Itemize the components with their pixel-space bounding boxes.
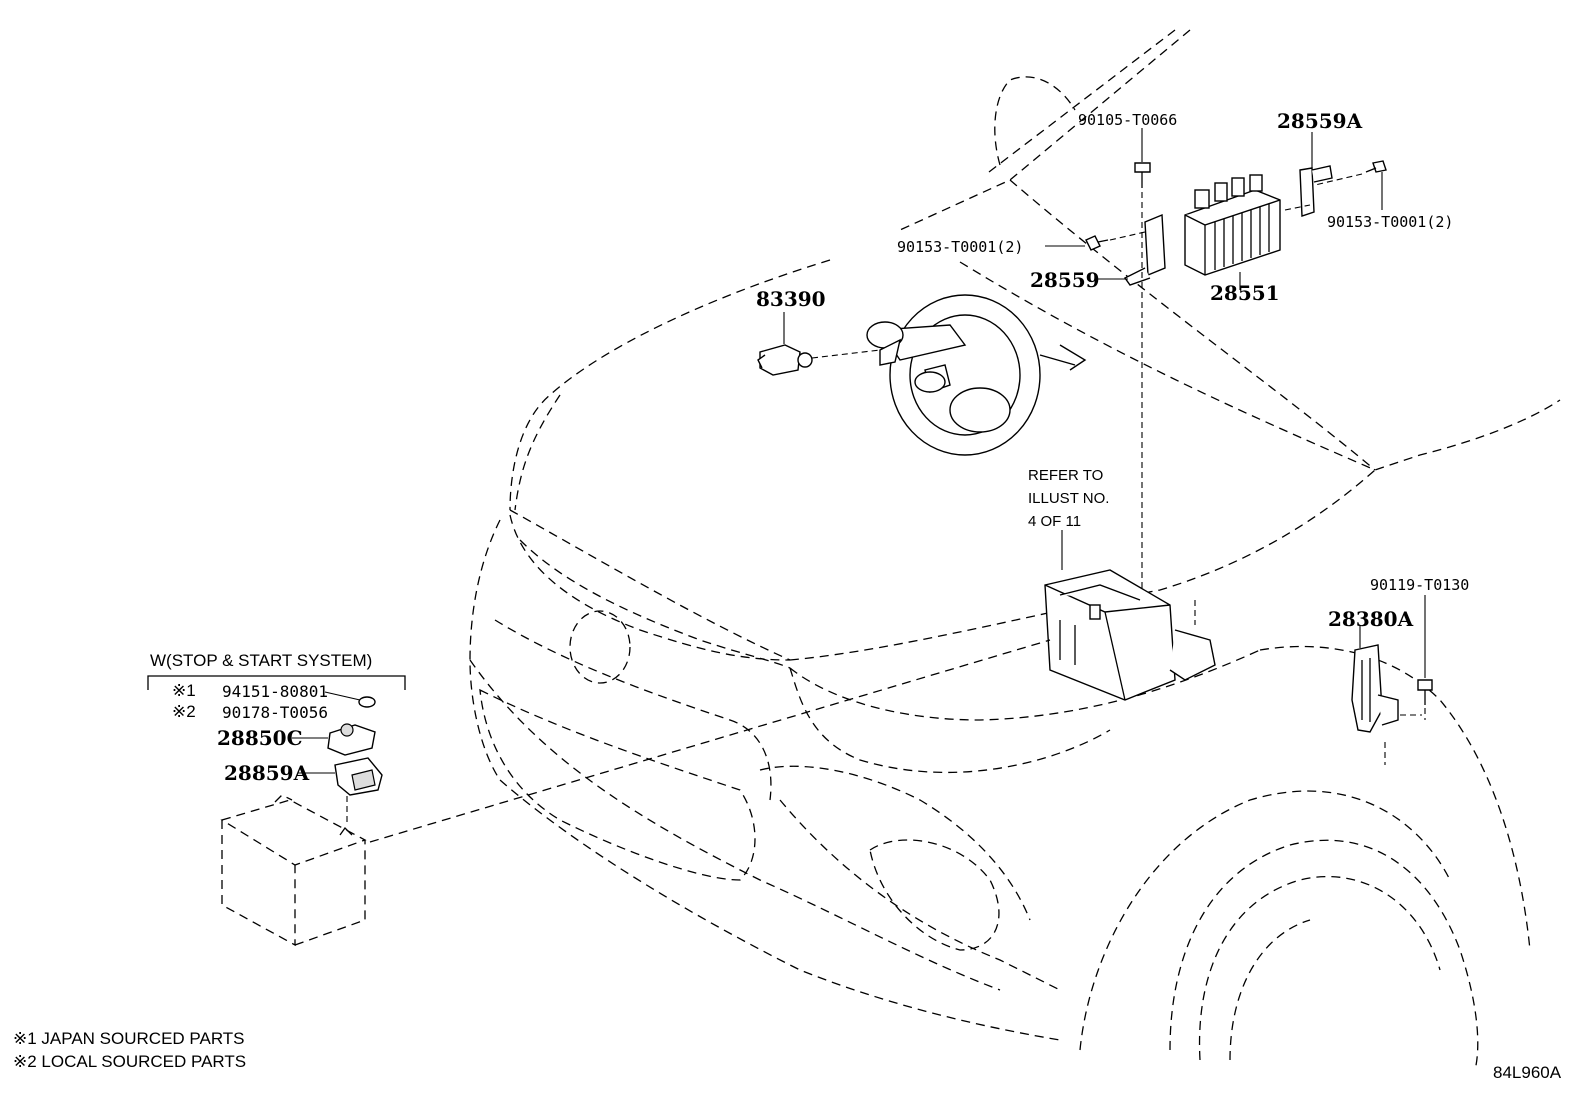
nut-94151-90178 xyxy=(324,691,376,708)
label-28551: 28551 xyxy=(1210,281,1280,305)
part-90105-bolt: 90105-T0066 xyxy=(1078,111,1177,600)
label-90153-left: 90153-T0001(2) xyxy=(897,238,1023,256)
engine-room-junction-box xyxy=(1044,530,1216,701)
label-94151: 94151-80801 xyxy=(222,682,328,701)
label-28559A: 28559A xyxy=(1277,109,1363,133)
part-28850C-terminal: 28850C xyxy=(217,723,376,756)
part-28380A-sensor: 28380A xyxy=(1328,607,1414,765)
label-83390: 83390 xyxy=(756,287,826,311)
refer-note: REFER TO ILLUST NO. 4 OF 11 xyxy=(1028,467,1109,530)
part-90153-right-bolt: 90153-T0001(2) xyxy=(1284,160,1453,231)
refer-line-1: REFER TO xyxy=(1028,467,1103,484)
label-28380A: 28380A xyxy=(1328,607,1414,631)
part-28551-module: 28551 xyxy=(1184,174,1281,305)
label-90153-right: 90153-T0001(2) xyxy=(1327,213,1453,231)
label-90178: 90178-T0056 xyxy=(222,703,328,722)
mark-2: ※2 xyxy=(172,702,196,721)
part-28559-bracket: 28559 xyxy=(1030,213,1166,292)
stop-start-title: W(STOP & START SYSTEM) xyxy=(150,651,372,670)
part-28559A-bracket: 28559A xyxy=(1277,109,1363,217)
footnote-2: ※2 LOCAL SOURCED PARTS xyxy=(13,1052,246,1071)
refer-line-2: ILLUST NO. xyxy=(1028,490,1109,507)
part-90119-bolt: 90119-T0130 xyxy=(1370,576,1469,720)
part-28859A-sensor: 28859A xyxy=(224,757,383,825)
label-28850C: 28850C xyxy=(217,726,303,750)
label-28559: 28559 xyxy=(1030,268,1100,292)
vehicle-outline xyxy=(469,29,1561,1071)
stop-start-group: W(STOP & START SYSTEM) ※1 94151-80801 ※2… xyxy=(147,639,1051,947)
battery xyxy=(220,794,367,947)
part-90153-left-bolt: 90153-T0001(2) xyxy=(897,231,1146,256)
part-83390-sensor: 83390 xyxy=(756,287,881,376)
illustration-id: 84L960A xyxy=(1493,1063,1562,1082)
label-90105: 90105-T0066 xyxy=(1078,111,1177,129)
module-fins xyxy=(1214,204,1270,270)
label-90119: 90119-T0130 xyxy=(1370,576,1469,594)
mark-1: ※1 xyxy=(172,681,196,700)
refer-line-3: 4 OF 11 xyxy=(1028,513,1081,530)
label-28859A: 28859A xyxy=(224,761,310,785)
footnote-1: ※1 JAPAN SOURCED PARTS xyxy=(13,1029,245,1048)
brake-booster-assembly xyxy=(866,294,1087,456)
